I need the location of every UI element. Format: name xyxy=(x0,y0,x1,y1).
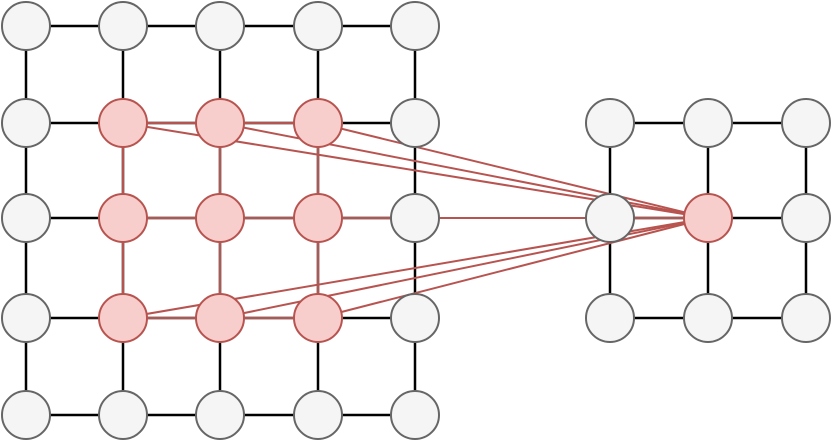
input-node xyxy=(293,1,343,51)
receptive-field-connection xyxy=(317,217,709,319)
receptive-field-connection xyxy=(219,122,709,219)
input-node-highlighted xyxy=(98,293,148,343)
output-grid-nodes xyxy=(585,98,831,343)
input-node xyxy=(1,390,51,440)
input-node-highlighted xyxy=(293,293,343,343)
input-node-highlighted xyxy=(195,98,245,148)
input-node xyxy=(195,390,245,440)
input-node xyxy=(390,390,440,440)
input-node-highlighted xyxy=(195,293,245,343)
input-node-highlighted xyxy=(195,193,245,243)
output-node xyxy=(585,98,635,148)
input-node xyxy=(390,293,440,343)
input-node-highlighted xyxy=(98,98,148,148)
input-node xyxy=(390,193,440,243)
receptive-field-connection xyxy=(219,217,709,319)
input-node xyxy=(390,98,440,148)
output-node xyxy=(683,98,733,148)
output-node xyxy=(781,293,831,343)
input-grid-nodes xyxy=(1,1,440,440)
input-node-highlighted xyxy=(293,98,343,148)
input-node xyxy=(293,390,343,440)
output-node xyxy=(585,193,635,243)
input-node xyxy=(98,390,148,440)
input-node-highlighted xyxy=(98,193,148,243)
input-node-highlighted xyxy=(293,193,343,243)
input-node xyxy=(98,1,148,51)
input-node xyxy=(390,1,440,51)
output-node xyxy=(781,193,831,243)
receptive-field-connection xyxy=(317,122,709,219)
output-node-highlighted xyxy=(683,193,733,243)
output-node xyxy=(585,293,635,343)
input-node xyxy=(1,293,51,343)
input-node xyxy=(195,1,245,51)
output-node xyxy=(781,98,831,148)
input-node xyxy=(1,193,51,243)
input-node xyxy=(1,1,51,51)
input-node xyxy=(1,98,51,148)
output-node xyxy=(683,293,733,343)
